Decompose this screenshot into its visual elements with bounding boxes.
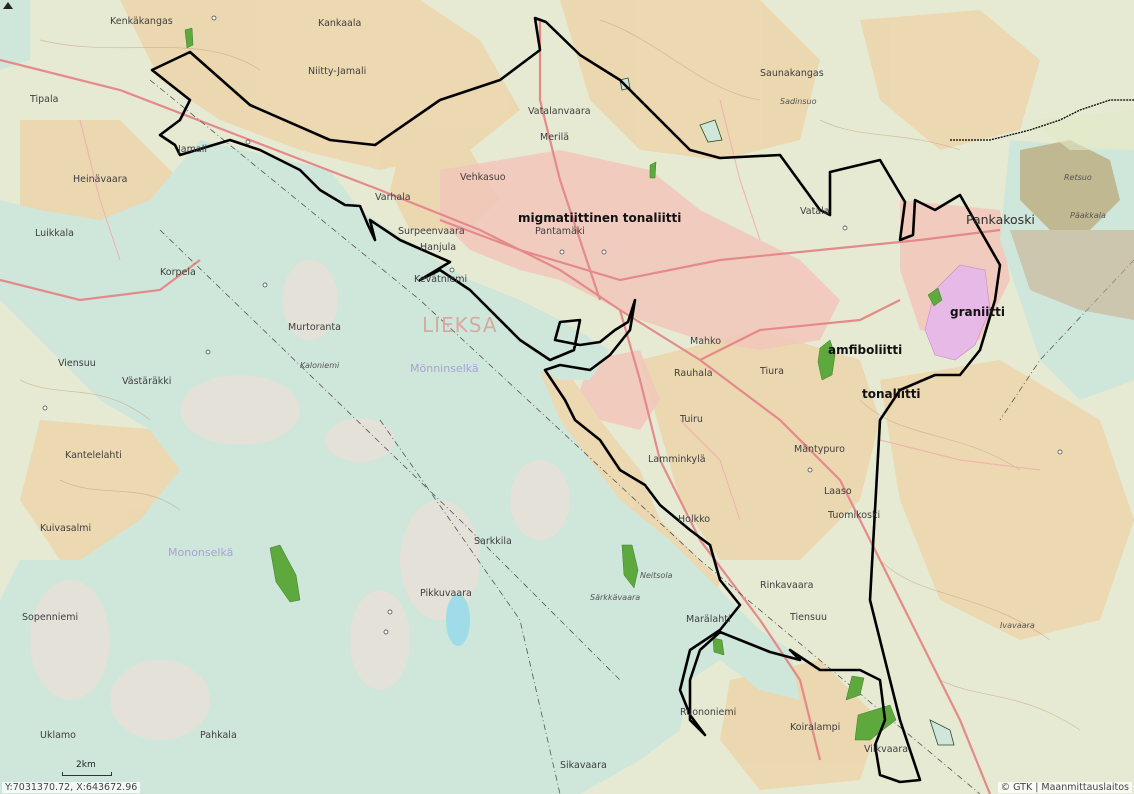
point-markers [42, 15, 1063, 635]
label-tonalite: tonaliitti [862, 387, 921, 401]
label-viensuu: Viensuu [58, 358, 96, 369]
label-rauhala: Rauhala [674, 368, 713, 379]
rock-type-labels: migmatiittinen tonaliitti graniitti amfi… [518, 211, 1005, 401]
label-merila: Merilä [540, 132, 569, 143]
label-varhala: Varhala [375, 192, 411, 203]
granite-area [924, 264, 991, 361]
label-kenkakangas: Kenkäkangas [110, 16, 173, 27]
label-amphibolite: amfiboliitti [828, 343, 902, 357]
label-murtoranta: Murtoranta [288, 322, 341, 333]
label-uklamo: Uklamo [40, 730, 76, 741]
label-mononselka-2: Mononselkä [168, 546, 233, 559]
pan-arrow-icon[interactable] [0, 0, 16, 12]
label-kaloniemi: Kaloniemi [300, 361, 340, 370]
label-koiralampi: Koiralampi [790, 722, 840, 733]
label-sadinsuo: Sadinsuo [780, 97, 817, 106]
label-mononselka: Mönninselkä [410, 362, 479, 375]
label-heinavaara: Heinävaara [73, 174, 127, 185]
label-rinkavaara: Rinkavaara [760, 580, 813, 591]
label-mantypuro: Mäntypuro [794, 444, 845, 455]
label-pankakoski: Pankakoski [966, 212, 1035, 227]
geology-dark-patch [1020, 140, 1120, 230]
label-sikavaara: Sikavaara [560, 760, 607, 771]
label-migmatite: migmatiittinen tonaliitti [518, 211, 681, 225]
label-jamali: Jamali [177, 144, 207, 155]
label-retsuo: Retsuo [1064, 173, 1092, 182]
label-hanjula: Hanjula [420, 242, 456, 253]
label-kankaala: Kankaala [318, 18, 361, 29]
municipal-border [950, 99, 1134, 141]
label-vehkasuo: Vehkasuo [460, 172, 506, 183]
label-tiensuu: Tiensuu [789, 612, 827, 623]
label-paakkala: Päakkala [1070, 211, 1106, 220]
place-labels: LIEKSA Mönninselkä Mononselkä Pankakoski… [22, 16, 1106, 771]
label-ruononiemi: Ruononiemi [680, 707, 736, 718]
minor-roads [79, 99, 1041, 521]
roads [0, 20, 1001, 794]
label-kevatniemi: Kevätniemi [414, 274, 467, 285]
label-vatalanvaara: Vatalanvaara [528, 106, 591, 117]
label-tuomikoski: Tuomikoski [827, 510, 880, 521]
label-pikkuvaara: Pikkuvaara [420, 588, 472, 599]
label-lieksa: LIEKSA [422, 313, 498, 337]
label-lamminkyla: Lamminkylä [648, 454, 706, 465]
label-viikvaara: Viikvaara [864, 744, 908, 755]
geology-brown-patch [1010, 230, 1134, 320]
label-tipala: Tipala [29, 94, 58, 105]
contour-lines [19, 19, 1081, 731]
map-attribution: © GTK | Maanmittauslaitos [997, 782, 1132, 793]
label-sarkkila: Sarkkila [474, 536, 512, 547]
label-tiura: Tiura [759, 366, 784, 377]
geology-light-patch [1030, 110, 1134, 150]
islands [30, 260, 570, 740]
label-holkko: Holkko [678, 514, 710, 525]
label-vatala: Vatala [800, 206, 830, 217]
label-laaso: Laaso [824, 486, 852, 497]
label-pantamaki: Pantamäki [535, 226, 585, 237]
label-surpeenvaara: Surpeenvaara [398, 226, 465, 237]
label-saunakangas: Saunakangas [760, 68, 824, 79]
scale-bar-label: 2km [76, 760, 96, 770]
label-niitty-jamali: Niitty-Jamali [308, 66, 366, 77]
label-sarkkavaara: Särkkävaara [590, 593, 640, 602]
label-vastarakki: Västäräkki [122, 376, 171, 387]
label-kantelelahti: Kantelelahti [65, 450, 122, 461]
label-mahko: Mahko [690, 336, 721, 347]
label-maralahti: Marälahti [686, 614, 731, 625]
label-kuivasalmi: Kuivasalmi [40, 523, 91, 534]
label-tuiru: Tuiru [679, 414, 703, 425]
label-neitsola: Neitsola [640, 571, 673, 580]
label-granite: graniitti [950, 305, 1005, 319]
pond [446, 594, 470, 646]
label-korpela: Korpela [160, 267, 196, 278]
study-area-boundary [150, 16, 1002, 784]
scale-bar-line [62, 772, 112, 776]
dashed-lines [149, 79, 1134, 794]
amphibolite-areas [184, 27, 943, 741]
label-sopenniemi: Sopenniemi [22, 612, 78, 623]
coordinate-readout: Y:7031370.72, X:643672.96 [2, 782, 141, 793]
label-pahkala: Pahkala [200, 730, 237, 741]
scale-bar: 2km [62, 760, 112, 776]
label-ivavaara: Ivavaara [1000, 621, 1035, 630]
label-luikkala: Luikkala [35, 228, 74, 239]
